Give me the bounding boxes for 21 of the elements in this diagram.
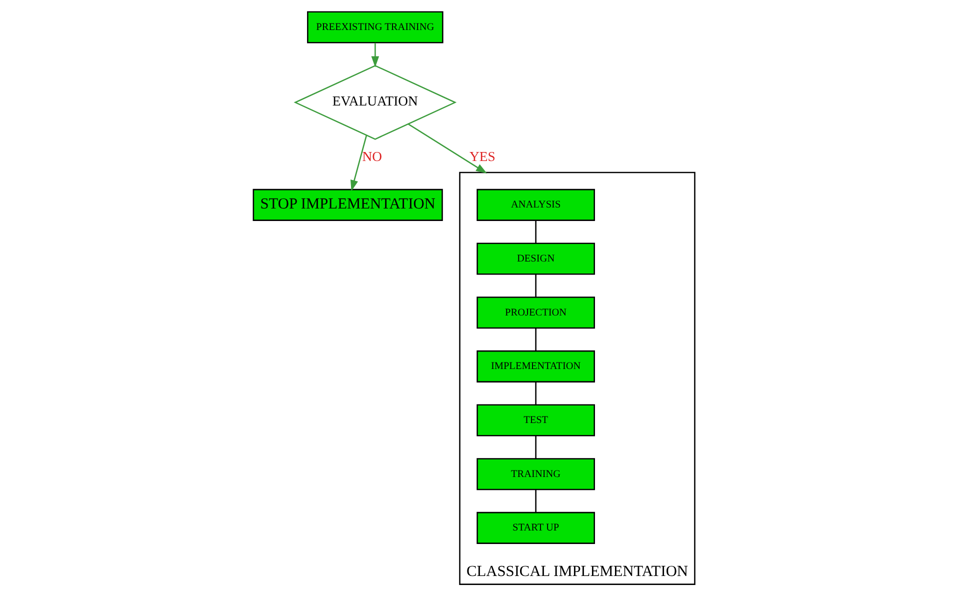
connector [534,490,536,512]
node-box: ANALYSIS [476,188,594,221]
node-box: TEST [476,404,594,436]
node-box: PREEXISTING TRAINING [306,11,443,44]
node-box: IMPLEMENTATION [476,350,594,382]
connector [534,328,536,351]
edge-label: YES [469,149,495,164]
node-box: STOP IMPLEMENTATION [252,188,442,221]
arrow [370,42,379,68]
edge-label: NO [362,149,382,164]
connector [534,220,536,244]
connector [534,382,536,405]
node-box: DESIGN [476,242,594,275]
connector [534,436,536,459]
node-box: PROJECTION [476,296,594,329]
connector [534,274,536,298]
node-box: TRAINING [476,458,594,490]
node-diamond: EVALUATION [293,64,456,140]
arrow [408,124,487,174]
arrow [350,135,367,192]
node-box: START UP [476,512,594,544]
